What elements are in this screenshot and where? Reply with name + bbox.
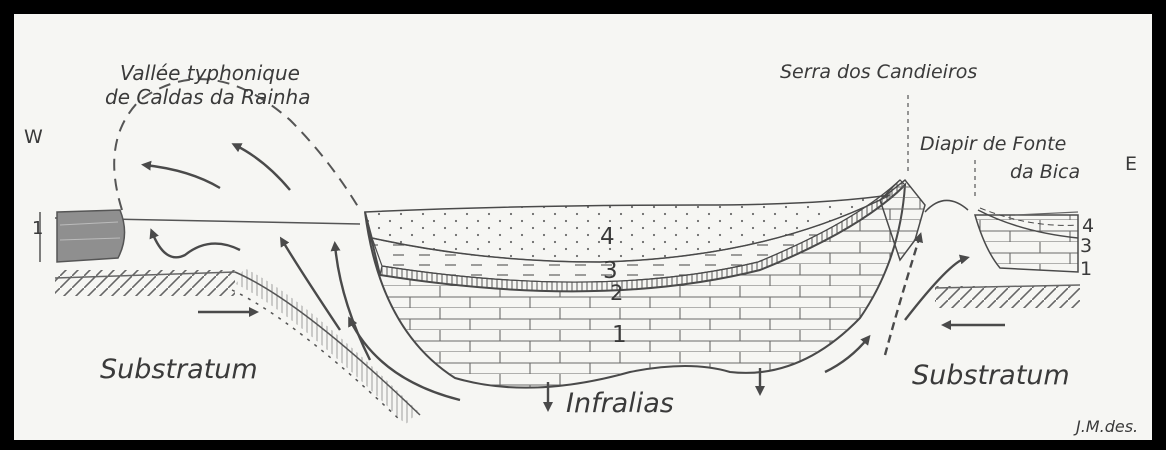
signature-label: J.M.des. <box>1073 417 1138 436</box>
vallee-label-line2: de Caldas da Rainha <box>105 85 311 109</box>
right-layer-4-label: 4 <box>1082 215 1094 237</box>
layer-4-label: 4 <box>600 224 615 250</box>
layer-1-label: 1 <box>612 322 627 348</box>
diapir-label-line1: Diapir de Fonte <box>920 133 1066 155</box>
west-label: W <box>24 126 43 148</box>
substratum-left-label: Substratum <box>100 354 258 385</box>
layer-2-label: 2 <box>610 281 623 305</box>
right-layer-3-label: 3 <box>1080 235 1092 257</box>
left-layer-1-label: 1 <box>32 218 43 239</box>
right-layer-1-label: 1 <box>1080 258 1092 280</box>
vallee-label-line1: Vallée typhonique <box>120 61 300 85</box>
substratum-right-label: Substratum <box>912 360 1070 391</box>
east-label: E <box>1125 153 1137 175</box>
infralias-label: Infralias <box>566 388 674 419</box>
diapir-label-line2: da Bica <box>1010 161 1080 183</box>
left-outcrop-block <box>57 210 125 262</box>
serra-label: Serra dos Candieiros <box>780 61 977 83</box>
